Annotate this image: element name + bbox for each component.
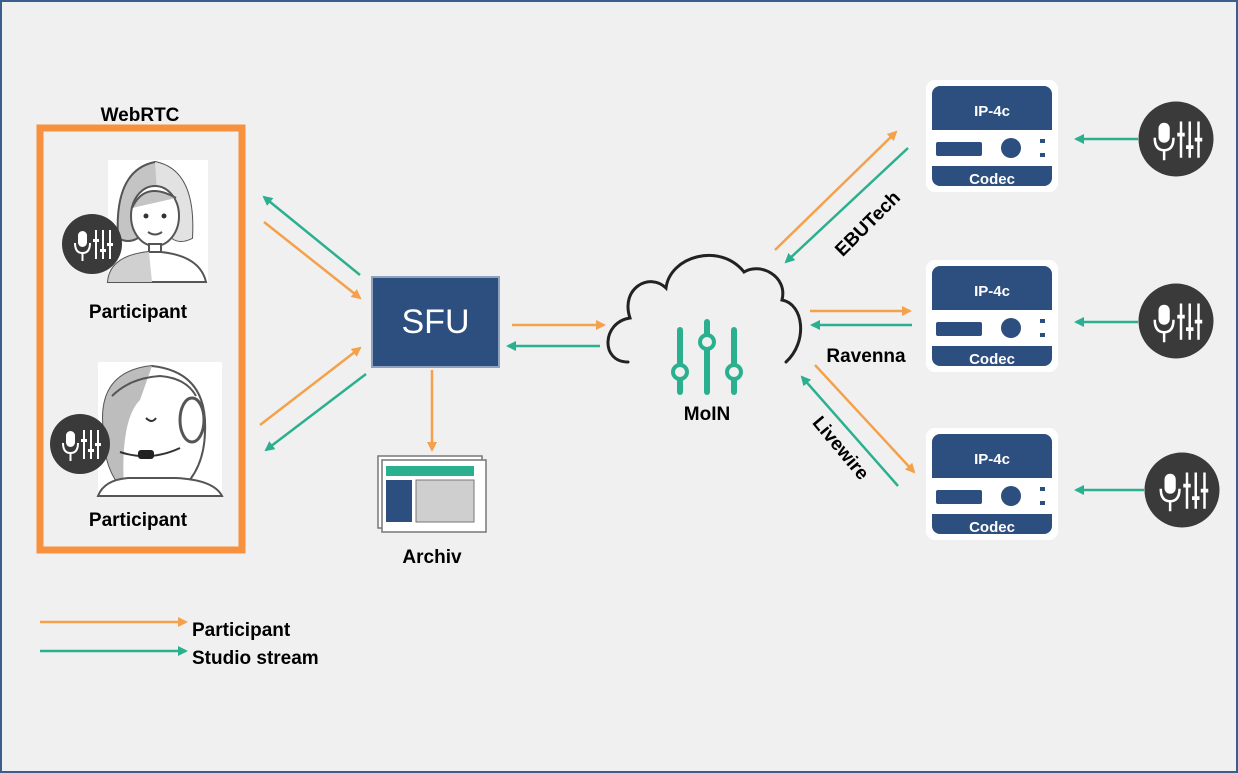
studio-mixer-icon	[61, 213, 123, 275]
codec-device-2: IP-4c Codec	[926, 260, 1058, 372]
codec-1-model: IP-4c	[974, 103, 1010, 120]
arrow-moin-to-codec-1	[774, 130, 898, 251]
codec-2-type: Codec	[969, 351, 1015, 368]
participant-woman-avatar	[106, 160, 208, 283]
arrow-codec-1-to-moin	[784, 147, 909, 264]
arrow-moin-to-codec-3	[814, 364, 916, 474]
webrtc-title: WebRTC	[101, 105, 180, 126]
arrow-participant-2-to-sfu	[259, 346, 362, 426]
participant-1-label: Participant	[89, 302, 188, 323]
arrow-sfu-to-participant-2	[264, 373, 367, 452]
arrow-participant-1-to-sfu	[263, 221, 362, 300]
codec-3-model: IP-4c	[974, 451, 1010, 468]
studio-mixer-icon	[49, 413, 111, 475]
moin-cloud-icon	[606, 254, 802, 395]
legend-studio-label: Studio stream	[192, 648, 319, 669]
moin-label: MoIN	[684, 404, 730, 425]
codec-2-model: IP-4c	[974, 283, 1010, 300]
arrow-codec-3-to-moin	[800, 375, 899, 487]
studio-mixer-icon	[1137, 282, 1215, 360]
webrtc-group-box	[36, 124, 246, 554]
codec-device-3: IP-4c Codec	[926, 428, 1058, 540]
participant-2-label: Participant	[89, 510, 188, 531]
studio-mixer-icon	[1143, 451, 1221, 529]
archive-icon	[377, 455, 487, 533]
legend-participant-label: Participant	[192, 620, 291, 641]
sfu-label: SFU	[402, 303, 470, 341]
codec-3-type: Codec	[969, 519, 1015, 536]
link-label-ravenna: Ravenna	[826, 346, 906, 367]
codec-1-type: Codec	[969, 171, 1015, 188]
codec-device-1: IP-4c Codec	[926, 80, 1058, 192]
archive-label: Archiv	[402, 547, 462, 568]
arrow-sfu-to-participant-1	[262, 195, 361, 276]
participant-headset-avatar	[96, 362, 224, 497]
studio-mixer-icon	[1137, 100, 1215, 178]
sfu-box	[371, 276, 500, 368]
legend: Participant Studio stream	[40, 617, 319, 669]
